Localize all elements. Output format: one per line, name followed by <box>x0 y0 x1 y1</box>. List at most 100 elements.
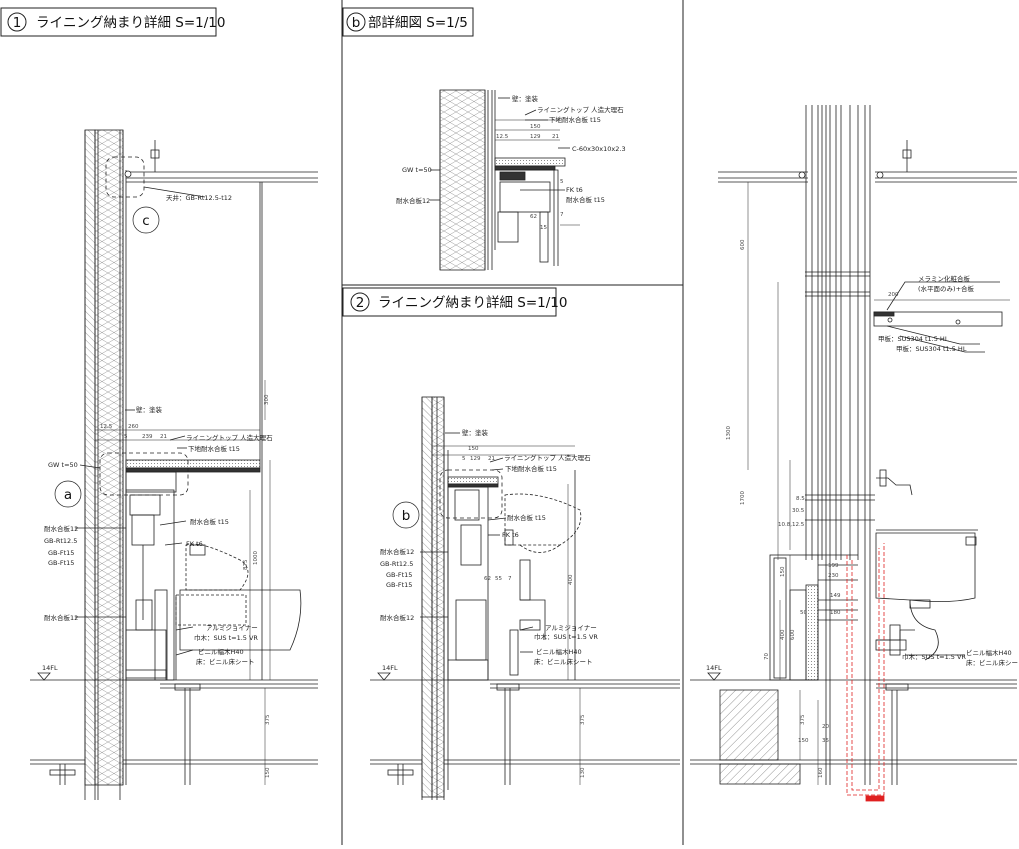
svg-text:ライニング納まり詳細 S=1/10: ライニング納まり詳細 S=1/10 <box>378 295 568 311</box>
svg-text:下地耐水合板 t15: 下地耐水合板 t15 <box>549 115 601 124</box>
svg-text:FK t6: FK t6 <box>186 540 203 548</box>
svg-text:耐水合板 t15: 耐水合板 t15 <box>190 517 229 526</box>
svg-text:耐水合板12: 耐水合板12 <box>396 196 430 205</box>
svg-text:GB-Ft15: GB-Ft15 <box>48 559 74 567</box>
svg-text:GB-Rt12.5: GB-Rt12.5 <box>44 537 77 545</box>
svg-text:耐水合板 t15: 耐水合板 t15 <box>566 195 605 204</box>
svg-text:壁：塗装: 壁：塗装 <box>512 94 539 103</box>
svg-text:21: 21 <box>488 456 495 462</box>
svg-text:230: 230 <box>828 573 839 579</box>
svg-text:600: 600 <box>740 239 746 250</box>
svg-text:1700: 1700 <box>740 491 746 505</box>
svg-text:375: 375 <box>265 714 271 725</box>
detail-2-drawing <box>370 396 680 800</box>
svg-text:400: 400 <box>780 629 786 640</box>
svg-text:GW t=50: GW t=50 <box>48 461 78 469</box>
svg-text:b: b <box>402 508 411 524</box>
svg-text:150: 150 <box>798 738 809 744</box>
svg-text:14FL: 14FL <box>382 664 398 672</box>
svg-text:200: 200 <box>888 292 899 298</box>
svg-text:1000: 1000 <box>253 551 259 565</box>
svg-text:(水平面のみ)+合板: (水平面のみ)+合板 <box>918 284 975 293</box>
detail-1-drawing <box>30 129 318 800</box>
svg-text:FK t6: FK t6 <box>502 531 519 539</box>
svg-text:FK t6: FK t6 <box>566 186 583 194</box>
svg-text:C-60x30x10x2.3: C-60x30x10x2.3 <box>572 145 626 153</box>
svg-text:GB-Ft15: GB-Ft15 <box>386 571 412 579</box>
detail-3-dims: 600 200 1300 1700 8.5 30.5 10.8,12.5 150… <box>726 239 899 778</box>
svg-text:下地耐水合板 t15: 下地耐水合板 t15 <box>188 444 240 453</box>
detail-1-dims: 12.5 260 5 239 21 300 875 1000 375 150 <box>100 394 271 778</box>
svg-text:7: 7 <box>560 212 564 218</box>
svg-text:875: 875 <box>243 559 249 570</box>
svg-text:耐水合板12: 耐水合板12 <box>44 613 78 622</box>
detail-3-labels: メラミン化粧合板 (水平面のみ)+合板 甲板：SUS304 t1.5 HL 甲板… <box>706 274 1019 672</box>
svg-text:c: c <box>142 213 149 229</box>
svg-text:129: 129 <box>470 456 481 462</box>
detail-b-labels: 壁：塗装 ライニングトップ 人造大理石 下地耐水合板 t15 C-60x30x1… <box>396 94 626 205</box>
svg-text:10.8,12.5: 10.8,12.5 <box>778 522 805 528</box>
svg-text:375: 375 <box>580 714 586 725</box>
svg-text:GB-Rt12.5: GB-Rt12.5 <box>380 560 413 568</box>
svg-text:GW t=50: GW t=50 <box>402 166 432 174</box>
svg-text:20: 20 <box>822 724 829 730</box>
svg-text:8.5: 8.5 <box>796 496 805 502</box>
svg-text:ビニル幅木H40: ビニル幅木H40 <box>966 648 1012 657</box>
svg-text:15: 15 <box>540 225 547 231</box>
svg-text:260: 260 <box>128 424 139 430</box>
svg-text:ライニングトップ 人造大理石: ライニングトップ 人造大理石 <box>537 105 624 114</box>
svg-text:5: 5 <box>560 179 564 185</box>
svg-text:180: 180 <box>830 610 841 616</box>
svg-text:ビニル幅木H40: ビニル幅木H40 <box>536 647 582 656</box>
svg-text:床：ビニル床シート: 床：ビニル床シート <box>534 657 593 666</box>
svg-text:150: 150 <box>530 124 541 130</box>
svg-text:21: 21 <box>160 434 167 440</box>
svg-text:甲板：SUS304 t1.5 HL: 甲板：SUS304 t1.5 HL <box>896 344 967 353</box>
svg-text:129: 129 <box>530 134 541 140</box>
title-2: 2 ライニング納まり詳細 S=1/10 <box>342 287 568 317</box>
svg-text:1300: 1300 <box>726 426 732 440</box>
svg-text:21: 21 <box>552 134 559 140</box>
svg-text:12.5: 12.5 <box>100 424 113 430</box>
svg-text:壁：塗装: 壁：塗装 <box>136 405 163 414</box>
svg-text:ライニングトップ 人造大理石: ライニングトップ 人造大理石 <box>186 433 273 442</box>
svg-text:b: b <box>352 15 361 31</box>
svg-text:アルミジョイナー: アルミジョイナー <box>545 624 597 632</box>
svg-text:壁：塗装: 壁：塗装 <box>462 428 489 437</box>
svg-text:400: 400 <box>568 574 574 585</box>
svg-text:70: 70 <box>764 653 770 660</box>
svg-text:375: 375 <box>800 714 806 725</box>
svg-text:甲板：SUS304 t1.5 HL: 甲板：SUS304 t1.5 HL <box>878 334 949 343</box>
svg-text:アルミジョイナー: アルミジョイナー <box>206 624 258 632</box>
svg-text:ライニング納まり詳細 S=1/10: ライニング納まり詳細 S=1/10 <box>36 15 226 31</box>
svg-text:239: 239 <box>142 434 153 440</box>
detail-2-markers: b <box>392 501 420 529</box>
detail-1-labels: 天井：GB-Rt12.5-t12 壁：塗装 ライニングトップ 人造大理石 下地耐… <box>42 193 273 672</box>
svg-text:199: 199 <box>828 563 839 569</box>
svg-text:600: 600 <box>790 629 796 640</box>
svg-text:耐水合板12: 耐水合板12 <box>380 613 414 622</box>
detail-3-red-line <box>846 543 885 802</box>
panel-frames <box>341 0 684 845</box>
svg-text:巾木：SUS t=1.5 VR: 巾木：SUS t=1.5 VR <box>194 633 258 642</box>
svg-text:巾木：SUS t=1.5 VR: 巾木：SUS t=1.5 VR <box>534 632 598 641</box>
svg-text:下地耐水合板 t15: 下地耐水合板 t15 <box>505 464 557 473</box>
svg-text:天井：GB-Rt12.5-t12: 天井：GB-Rt12.5-t12 <box>166 193 232 202</box>
svg-text:部詳細図 S=1/5: 部詳細図 S=1/5 <box>368 15 468 31</box>
svg-text:ビニル幅木H40: ビニル幅木H40 <box>198 647 244 656</box>
svg-text:床：ビニル床シート: 床：ビニル床シート <box>966 658 1019 667</box>
svg-text:55: 55 <box>495 576 502 582</box>
svg-text:14FL: 14FL <box>42 664 58 672</box>
svg-text:耐水合板12: 耐水合板12 <box>44 524 78 533</box>
svg-text:a: a <box>64 487 72 503</box>
svg-text:7: 7 <box>508 576 512 582</box>
svg-text:床：ビニル床シート: 床：ビニル床シート <box>196 657 255 666</box>
detail-1-markers: c a <box>54 206 160 508</box>
svg-text:耐水合板12: 耐水合板12 <box>380 547 414 556</box>
detail-2-dims: 150 5 129 21 62 55 7 400 375 130 <box>462 446 586 778</box>
svg-text:150: 150 <box>468 446 479 452</box>
svg-text:GB-Ft15: GB-Ft15 <box>48 549 74 557</box>
svg-text:149: 149 <box>830 593 841 599</box>
svg-text:130: 130 <box>580 767 586 778</box>
svg-text:150: 150 <box>780 566 786 577</box>
